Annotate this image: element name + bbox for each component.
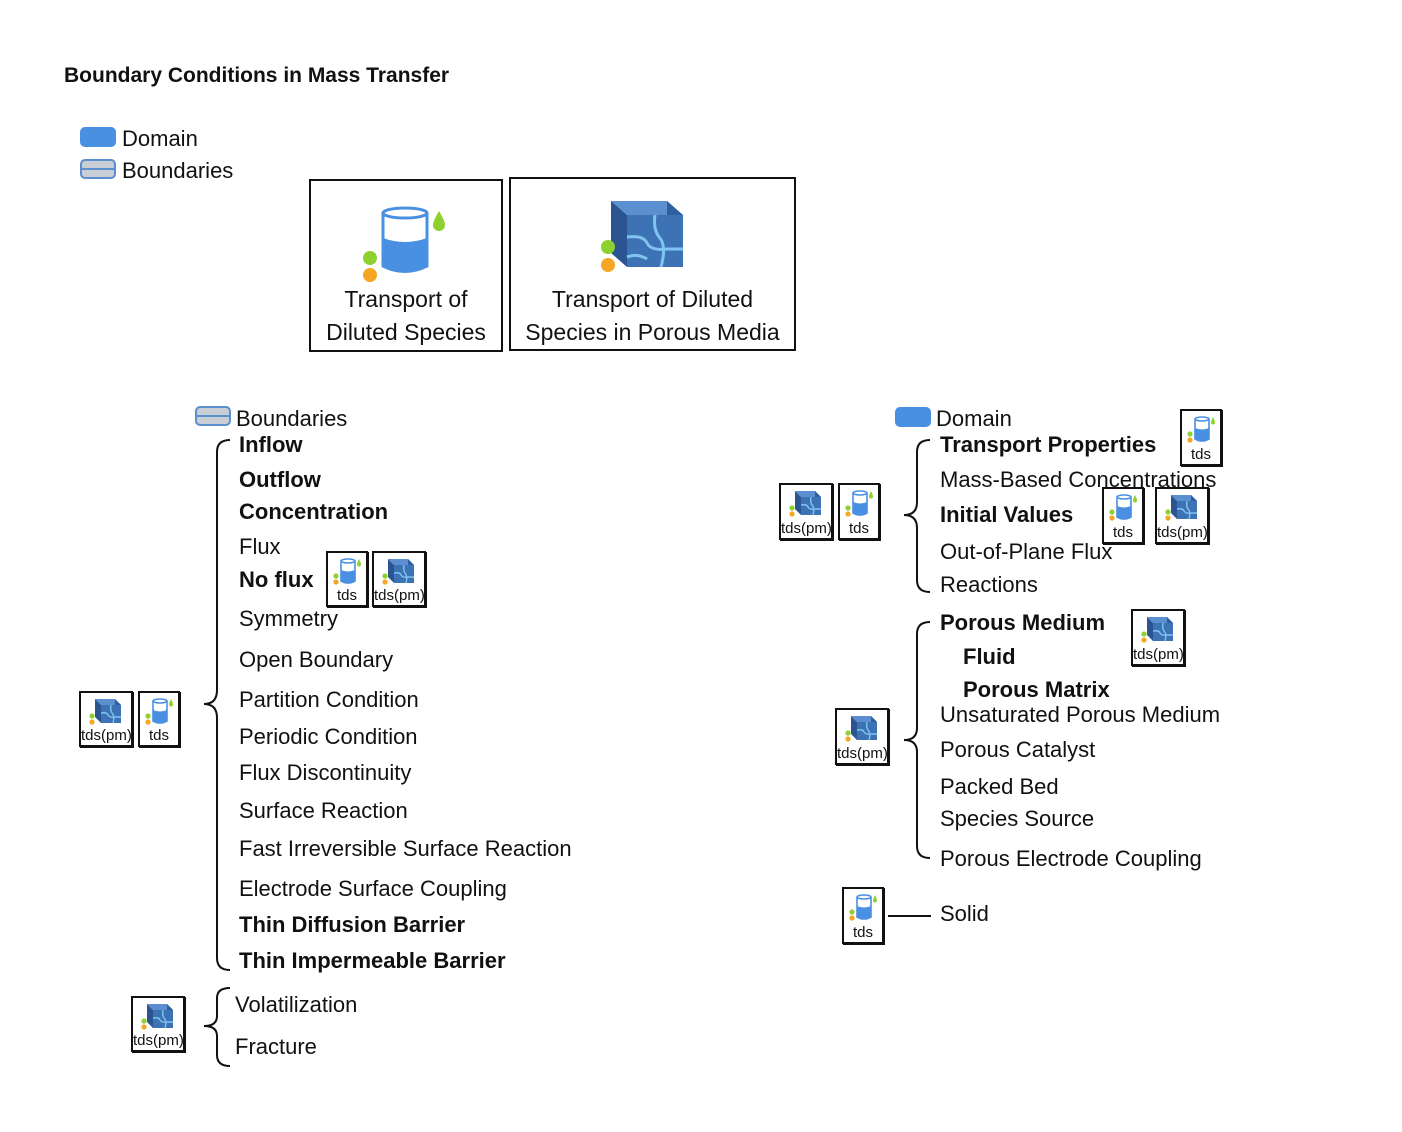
tds-physics-label-line1: Transport of — [344, 286, 468, 312]
tds-mini-icon — [333, 558, 361, 585]
pm-boundaries-brace — [203, 987, 231, 1067]
badge-label: tds — [1190, 446, 1211, 463]
dom-transport-properties: Transport Properties — [940, 432, 1157, 457]
dom-out-of-plane-flux: Out-of-Plane Flux — [940, 539, 1113, 564]
tdspm-mini-icon — [789, 491, 821, 517]
bc-flux-discontinuity: Flux Discontinuity — [239, 760, 412, 785]
tdspm-mini-icon — [1141, 617, 1173, 643]
tds-mini-icon — [1187, 416, 1215, 443]
bc-thin-diffusion-barrier: Thin Diffusion Barrier — [239, 912, 466, 937]
badge-tdspm-boundaries: tds(pm) — [79, 691, 133, 747]
tds-icon — [363, 206, 445, 282]
bc-outflow: Outflow — [239, 467, 321, 492]
badge-label: tds — [1112, 524, 1133, 541]
badge-tdspm-volatilization-fracture: tds(pm) — [131, 996, 185, 1052]
dom-fluid: Fluid — [963, 644, 1016, 669]
legend-boundaries-swatch — [80, 159, 116, 179]
dom-porous-medium: Porous Medium — [940, 610, 1106, 635]
bc-thin-impermeable-barrier: Thin Impermeable Barrier — [239, 948, 506, 973]
domain-brace — [903, 439, 931, 593]
badge-tds-initial-values: tds — [1102, 487, 1144, 544]
badge-tdspm-porous-medium: tds(pm) — [1131, 609, 1185, 666]
dom-unsaturated-porous-medium: Unsaturated Porous Medium — [940, 702, 1221, 727]
badge-label: tds(pm) — [1133, 646, 1184, 663]
badge-tds-solid: tds — [842, 887, 884, 944]
badge-tdspm-porous-group: tds(pm) — [835, 708, 889, 765]
boundaries-header: Boundaries — [236, 406, 348, 431]
bc-surface-reaction: Surface Reaction — [239, 798, 408, 823]
badge-tds-boundaries: tds — [138, 691, 180, 747]
tdspm-mini-icon — [89, 699, 121, 725]
tdspm-mini-icon — [845, 716, 877, 742]
legend-domain-swatch — [80, 127, 116, 147]
dom-solid: Solid — [940, 901, 989, 926]
bc-no-flux: No flux — [239, 567, 314, 592]
tdspm-physics-box: Transport of Diluted Species in Porous M… — [509, 177, 796, 351]
diagram-title: Boundary Conditions in Mass Transfer — [64, 64, 450, 87]
tdspm-mini-icon — [382, 559, 414, 585]
bc-periodic-condition: Periodic Condition — [239, 724, 418, 749]
dom-porous-matrix: Porous Matrix — [963, 677, 1110, 702]
badge-label: tds(pm) — [133, 1032, 184, 1049]
badge-tds-no-flux: tds — [326, 551, 368, 607]
bc-fracture: Fracture — [235, 1034, 317, 1059]
tds-physics-label-line2: Diluted Species — [326, 319, 486, 345]
tdspm-mini-icon — [141, 1004, 173, 1030]
badge-label: tds — [852, 924, 873, 941]
badge-tds-domain: tds — [838, 483, 880, 540]
legend-domain-label: Domain — [122, 126, 198, 151]
bc-inflow: Inflow — [239, 432, 303, 457]
dom-species-source: Species Source — [940, 806, 1095, 831]
bc-electrode-surface-coupling: Electrode Surface Coupling — [239, 876, 507, 901]
boundaries-brace — [203, 439, 231, 971]
domain-header-swatch — [895, 407, 931, 427]
badge-label: tds — [148, 727, 169, 744]
tdspm-icon — [601, 201, 683, 272]
tds-mini-icon — [145, 698, 173, 725]
bc-fast-irreversible-surface-reaction: Fast Irreversible Surface Reaction — [239, 836, 572, 861]
pm-domain-brace — [903, 621, 931, 859]
legend-boundaries-label: Boundaries — [122, 158, 234, 183]
dom-porous-electrode-coupling: Porous Electrode Coupling — [940, 846, 1202, 871]
tds-mini-icon — [845, 490, 873, 517]
bc-flux: Flux — [239, 534, 281, 559]
badge-label: tds(pm) — [1157, 524, 1208, 541]
badge-tdspm-domain: tds(pm) — [779, 483, 833, 540]
bc-open-boundary: Open Boundary — [239, 647, 394, 672]
badge-label: tds — [848, 520, 869, 537]
badge-tds-transport-properties: tds — [1180, 409, 1222, 466]
dom-initial-values: Initial Values — [940, 502, 1074, 527]
badge-label: tds(pm) — [374, 587, 425, 604]
badge-label: tds(pm) — [81, 727, 132, 744]
bc-volatilization: Volatilization — [235, 992, 358, 1017]
tdspm-physics-label-line2: Species in Porous Media — [525, 319, 780, 345]
domain-header: Domain — [936, 406, 1012, 431]
bc-symmetry: Symmetry — [239, 606, 338, 631]
tds-mini-icon — [1109, 494, 1137, 521]
dom-porous-catalyst: Porous Catalyst — [940, 737, 1096, 762]
tdspm-mini-icon — [1165, 495, 1197, 521]
badge-label: tds(pm) — [781, 520, 832, 537]
tdspm-physics-label-line1: Transport of Diluted — [551, 286, 754, 312]
tds-mini-icon — [849, 894, 877, 921]
boundaries-header-swatch — [195, 406, 231, 426]
badge-tdspm-initial-values: tds(pm) — [1155, 487, 1209, 544]
tds-physics-box: Transport of Diluted Species — [309, 179, 503, 352]
dom-packed-bed: Packed Bed — [940, 774, 1059, 799]
dom-reactions: Reactions — [940, 572, 1038, 597]
bc-partition-condition: Partition Condition — [239, 687, 419, 712]
badge-label: tds(pm) — [837, 745, 888, 762]
badge-tdspm-no-flux: tds(pm) — [372, 551, 426, 607]
bc-concentration: Concentration — [239, 499, 389, 524]
badge-label: tds — [336, 587, 357, 604]
